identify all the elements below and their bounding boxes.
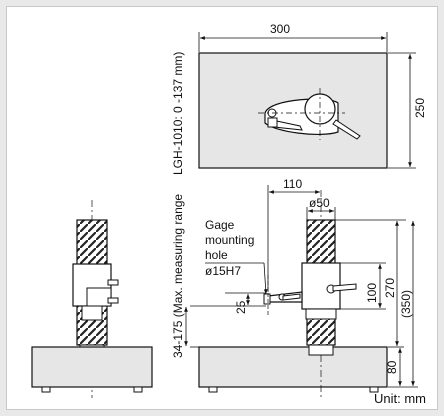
dim-80-label: 80 [385, 360, 399, 374]
lgh-range-label: LGH-1010: 0 -137 mm) [171, 52, 185, 175]
dim-100-label: 100 [365, 283, 379, 303]
base-front [198, 346, 388, 388]
dim-d50-label: ø50 [309, 196, 330, 210]
dim-270-label: 270 [383, 278, 397, 298]
measuring-range-label: 34-175 (Max. measuring range [171, 194, 185, 358]
unit-label: Unit: mm [374, 391, 426, 406]
gage-hole-diameter-label: ø15H7 [205, 264, 241, 278]
gage-label-line1: Gage [205, 218, 235, 232]
gage-label-line3: hole [205, 248, 228, 262]
gage-label-line2: mounting [205, 233, 254, 247]
dim-25-label: 25 [234, 300, 248, 314]
dim-110-label: 110 [283, 177, 302, 191]
top-view: 300 250 [198, 22, 427, 169]
left-side-view [31, 200, 153, 398]
front-view: 110 ø50 Gage mounting hole ø15H7 25 [184, 177, 418, 398]
base-left [31, 346, 153, 388]
dim-350-label: (350) [399, 290, 413, 318]
dim-300-label: 300 [270, 22, 290, 36]
dim-250-label: 250 [413, 98, 427, 118]
